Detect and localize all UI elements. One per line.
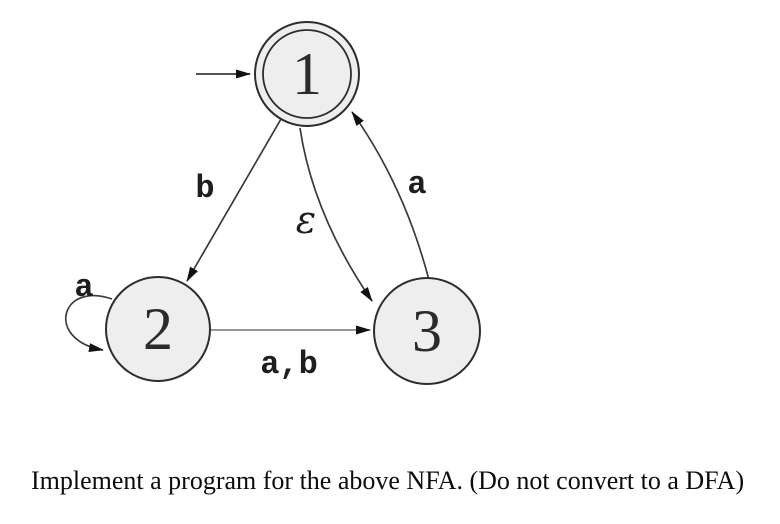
state-1: 1 xyxy=(254,21,360,127)
state-1-inner-circle xyxy=(262,29,352,119)
edge-3-to-1 xyxy=(351,111,430,281)
state-2-label: 2 xyxy=(143,296,173,362)
caption-text: Implement a program for the above NFA. (… xyxy=(31,466,745,495)
edge-label-b: b xyxy=(195,170,214,207)
state-1-outer-circle xyxy=(254,21,360,127)
state-3-label: 3 xyxy=(412,298,442,364)
state-3: 3 xyxy=(373,277,481,385)
state-1-label: 1 xyxy=(292,41,322,107)
edge-label-a-loop: a xyxy=(74,269,93,306)
edge-2-self-loop xyxy=(64,294,113,353)
edge-label-epsilon: ε xyxy=(296,198,316,242)
state-2: 2 xyxy=(105,276,211,382)
edge-label-a-b: a,b xyxy=(260,346,318,383)
edge-1-to-3 xyxy=(299,127,373,302)
state-3-circle xyxy=(373,277,481,385)
state-2-circle xyxy=(105,276,211,382)
edge-1-to-2 xyxy=(186,118,282,282)
edge-label-a-right: a xyxy=(407,166,426,203)
nfa-diagram: b ε a a,b a 1 2 3 xyxy=(64,21,481,385)
